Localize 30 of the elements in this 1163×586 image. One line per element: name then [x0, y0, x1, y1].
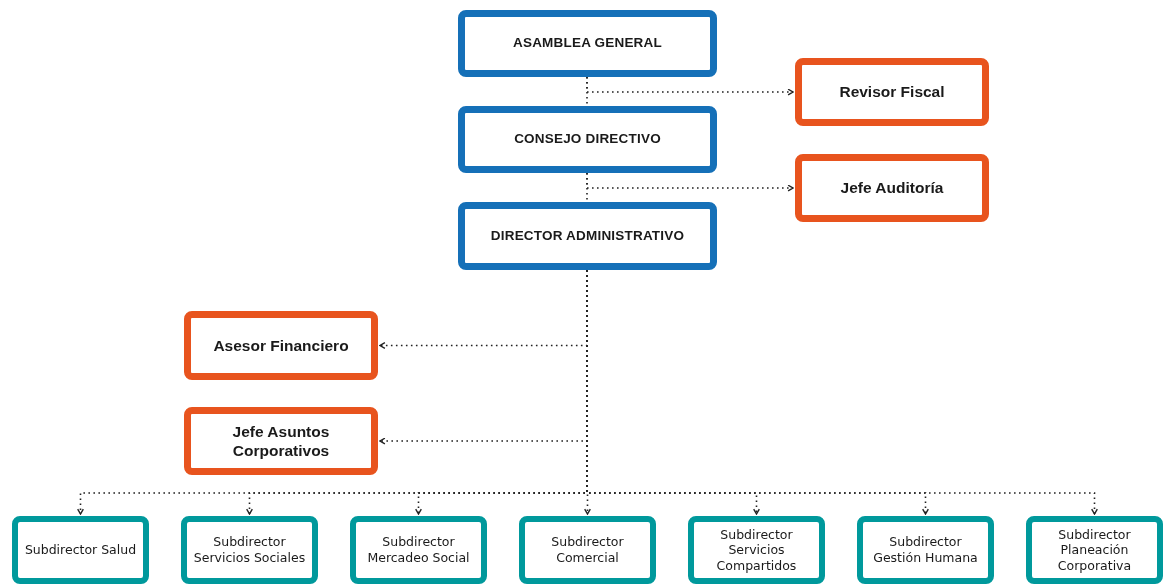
node-label: Subdirector Gestión Humana — [872, 534, 979, 566]
node-label: ASAMBLEA GENERAL — [513, 35, 662, 52]
node-label: Subdirector Servicios Sociales — [193, 534, 306, 566]
node-label: Jefe Asuntos Corporativos — [231, 421, 331, 461]
department-box — [350, 516, 487, 584]
node-label: Subdirector Servicios Compartidos — [715, 526, 798, 574]
node-label: CONSEJO DIRECTIVO — [514, 131, 661, 148]
governance-box — [458, 106, 717, 173]
node-label: Jefe Auditoría — [840, 178, 944, 198]
governance-box — [458, 202, 717, 270]
advisor-box — [795, 58, 989, 126]
node-label: Asesor Financiero — [213, 335, 349, 356]
node-label: Revisor Fiscal — [839, 82, 945, 102]
department-box — [181, 516, 318, 584]
node-label: Subdirector Planeación Corporativa — [1056, 526, 1133, 574]
advisor-box — [184, 311, 378, 380]
node-label: Subdirector Comercial — [550, 534, 625, 566]
advisor-box — [184, 407, 378, 475]
department-box — [12, 516, 149, 584]
node-label: Subdirector Salud — [24, 542, 137, 558]
connector-arrow — [586, 76, 794, 96]
node-label: DIRECTOR ADMINISTRATIVO — [490, 227, 685, 245]
department-box — [688, 516, 825, 584]
department-box — [857, 516, 994, 584]
governance-box — [458, 10, 717, 77]
department-box — [519, 516, 656, 584]
node-label: Subdirector Mercadeo Social — [366, 534, 471, 566]
advisor-box — [795, 154, 989, 222]
department-box — [1026, 516, 1163, 584]
connector-arrow — [586, 172, 794, 192]
